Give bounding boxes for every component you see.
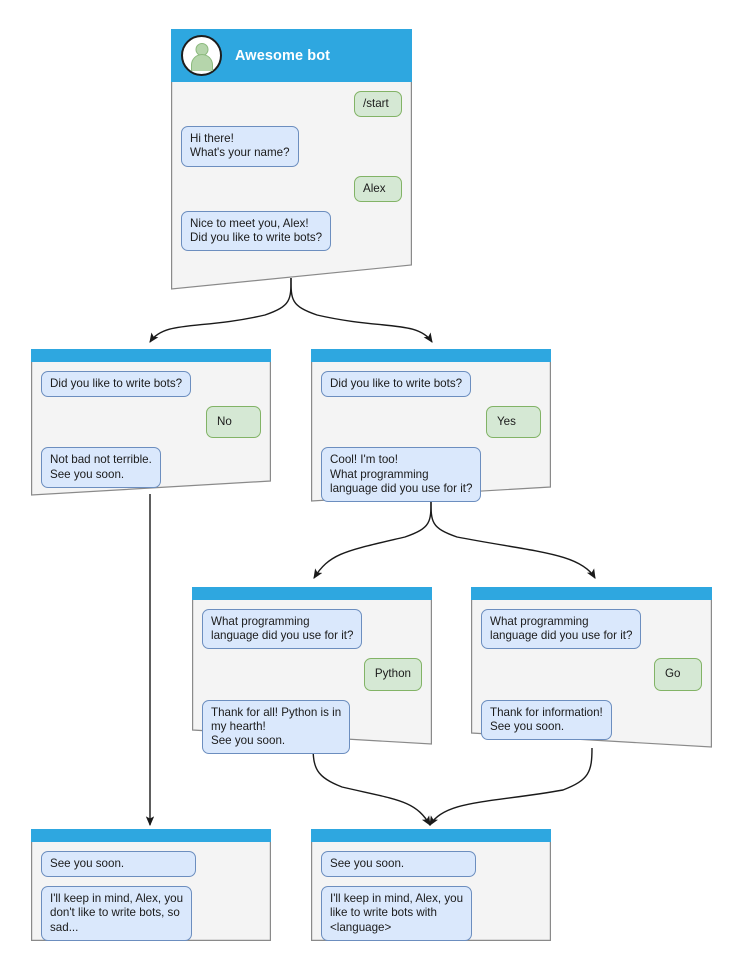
bot-message-bubble[interactable]: What programming language did you use fo…: [481, 609, 642, 650]
branch-no-card-header: [31, 349, 271, 362]
bot-message-bubble[interactable]: See you soon.: [41, 851, 196, 878]
bot-message-bubble[interactable]: I'll keep in mind, Alex, you like to wri…: [321, 886, 473, 941]
user-message-bubble[interactable]: Yes: [486, 406, 541, 439]
message-row: /start: [181, 91, 402, 118]
language-python-card[interactable]: What programming language did you use fo…: [192, 587, 432, 755]
branch-no-card-messages: Did you like to write bots? No Not bad n…: [31, 362, 271, 498]
language-go-card[interactable]: What programming language did you use fo…: [471, 587, 712, 749]
end-sad-card-messages: See you soon. I'll keep in mind, Alex, y…: [31, 842, 271, 951]
message-row: See you soon.: [41, 851, 261, 878]
bot-message-bubble[interactable]: See you soon.: [321, 851, 476, 878]
language-go-card-messages: What programming language did you use fo…: [471, 600, 712, 750]
message-row: Thank for all! Python is in my hearth! S…: [202, 699, 422, 755]
user-message-bubble[interactable]: Python: [363, 658, 422, 691]
message-row: Cool! I'm too! What programming language…: [321, 447, 541, 503]
message-row: I'll keep in mind, Alex, you don't like …: [41, 886, 261, 941]
message-row: Did you like to write bots?: [41, 371, 261, 398]
end-happy-card-messages: See you soon. I'll keep in mind, Alex, y…: [311, 842, 551, 951]
message-row: Hi there! What's your name?: [181, 126, 402, 167]
language-python-card-header: [192, 587, 432, 600]
end-happy-card[interactable]: See you soon. I'll keep in mind, Alex, y…: [311, 829, 551, 941]
message-row: I'll keep in mind, Alex, you like to wri…: [321, 886, 541, 941]
branch-yes-card[interactable]: Did you like to write bots? Yes Cool! I'…: [311, 349, 551, 503]
bot-message-bubble[interactable]: Not bad not terrible. See you soon.: [41, 447, 161, 488]
bot-message-bubble[interactable]: Nice to meet you, Alex! Did you like to …: [181, 210, 332, 252]
message-row: Alex: [181, 175, 402, 202]
bot-message-bubble[interactable]: What programming language did you use fo…: [202, 609, 363, 650]
start-card-header: Awesome bot: [171, 29, 412, 82]
user-message-bubble[interactable]: Alex: [354, 175, 402, 202]
start-card[interactable]: Awesome bot /start Hi there! What's your…: [171, 29, 412, 291]
bot-message-bubble[interactable]: Thank for information! See you soon.: [481, 699, 612, 741]
language-go-card-header: [471, 587, 712, 600]
message-row: Not bad not terrible. See you soon.: [41, 447, 261, 488]
bot-message-bubble[interactable]: Did you like to write bots?: [41, 371, 192, 398]
message-row: Python: [202, 658, 422, 691]
end-happy-card-header: [311, 829, 551, 842]
message-row: Yes: [321, 406, 541, 439]
bot-message-bubble[interactable]: Thank for all! Python is in my hearth! S…: [202, 699, 351, 755]
message-row: What programming language did you use fo…: [481, 609, 702, 650]
bot-name-label: Awesome bot: [235, 47, 331, 64]
bot-message-bubble[interactable]: I'll keep in mind, Alex, you don't like …: [41, 886, 193, 941]
bot-message-bubble[interactable]: Did you like to write bots?: [321, 371, 472, 398]
user-message-bubble[interactable]: No: [206, 406, 261, 439]
person-avatar-icon: [181, 35, 222, 76]
branch-no-card[interactable]: Did you like to write bots? No Not bad n…: [31, 349, 271, 497]
message-row: See you soon.: [321, 851, 541, 878]
message-row: Did you like to write bots?: [321, 371, 541, 398]
branch-yes-card-header: [311, 349, 551, 362]
connector-go-to-end-happy: [429, 747, 593, 826]
bot-message-bubble[interactable]: Cool! I'm too! What programming language…: [321, 447, 482, 503]
bot-message-bubble[interactable]: Hi there! What's your name?: [181, 126, 299, 167]
user-message-bubble[interactable]: Go: [654, 658, 702, 691]
language-python-card-messages: What programming language did you use fo…: [192, 600, 432, 764]
message-row: Go: [481, 658, 702, 691]
start-card-messages: /start Hi there! What's your name? Alex …: [171, 82, 412, 261]
message-row: No: [41, 406, 261, 439]
branch-yes-card-messages: Did you like to write bots? Yes Cool! I'…: [311, 362, 551, 512]
user-message-bubble[interactable]: /start: [354, 91, 402, 118]
message-row: Nice to meet you, Alex! Did you like to …: [181, 210, 402, 252]
message-row: What programming language did you use fo…: [202, 609, 422, 650]
end-sad-card[interactable]: See you soon. I'll keep in mind, Alex, y…: [31, 829, 271, 941]
end-sad-card-header: [31, 829, 271, 842]
message-row: Thank for information! See you soon.: [481, 699, 702, 741]
